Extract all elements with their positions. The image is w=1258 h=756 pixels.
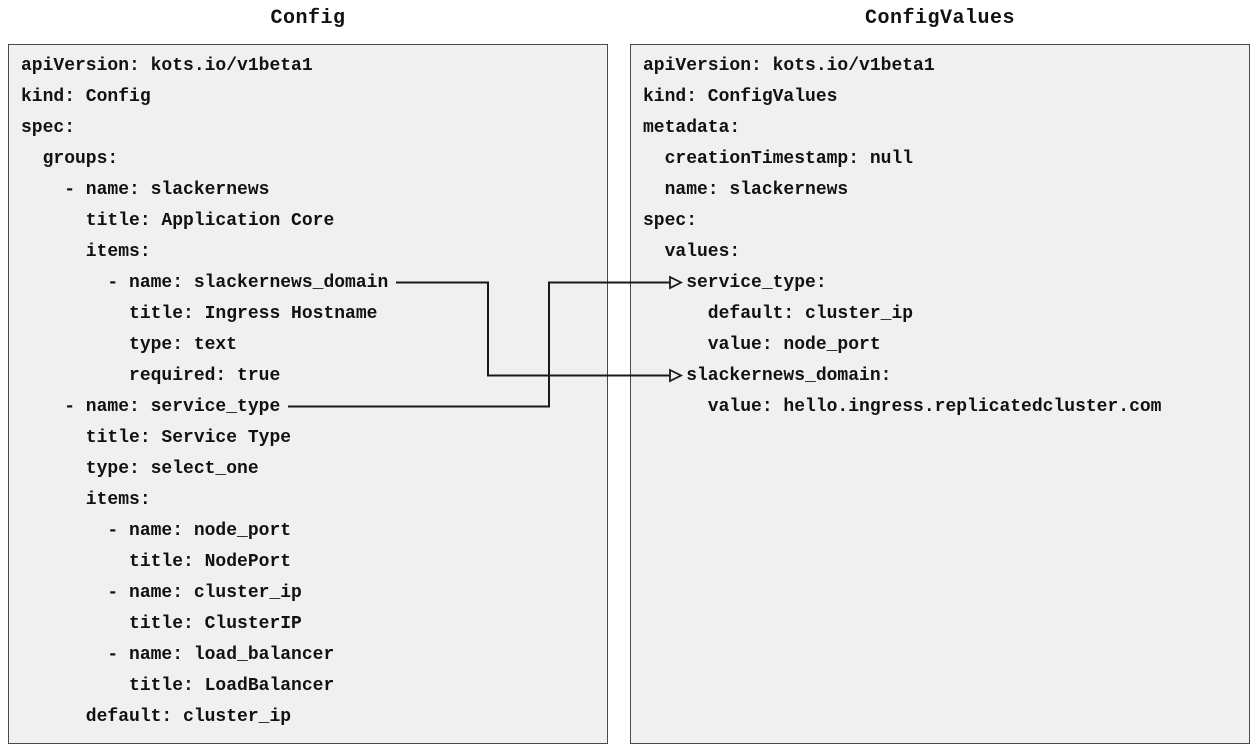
code-line: name: slackernews <box>643 180 849 200</box>
code-line: apiVersion: kots.io/v1beta1 <box>21 56 313 76</box>
code-line: groups: <box>21 149 119 169</box>
config-yaml-panel: apiVersion: kots.io/v1beta1 kind: Config… <box>8 44 608 744</box>
code-line: title: Service Type <box>21 428 292 448</box>
code-line-slackernews-domain-value: slackernews_domain: <box>643 366 892 386</box>
configvalues-panel-title: ConfigValues <box>864 7 1016 30</box>
code-line: items: <box>21 242 151 262</box>
configvalues-yaml-panel: apiVersion: kots.io/v1beta1 kind: Config… <box>630 44 1250 744</box>
code-line: type: select_one <box>21 459 259 479</box>
code-line: title: LoadBalancer <box>21 676 335 696</box>
code-line: spec: <box>21 118 76 138</box>
code-line-slackernews-domain: - name: slackernews_domain <box>21 273 389 293</box>
code-line: creationTimestamp: null <box>643 149 914 169</box>
code-line: items: <box>21 490 151 510</box>
code-line: spec: <box>643 211 698 231</box>
code-line: apiVersion: kots.io/v1beta1 <box>643 56 935 76</box>
code-line: value: node_port <box>643 335 881 355</box>
code-line-service-type-value: service_type: <box>643 273 827 293</box>
code-line: type: text <box>21 335 238 355</box>
code-line: - name: slackernews <box>21 180 270 200</box>
code-line: title: NodePort <box>21 552 292 572</box>
code-line: - name: cluster_ip <box>21 583 302 603</box>
code-line: kind: ConfigValues <box>643 87 838 107</box>
code-line: value: hello.ingress.replicatedcluster.c… <box>643 397 1162 417</box>
code-line: title: Ingress Hostname <box>21 304 378 324</box>
code-line: default: cluster_ip <box>21 707 292 727</box>
config-panel-title: Config <box>270 7 346 30</box>
code-line: default: cluster_ip <box>643 304 914 324</box>
code-line-service-type: - name: service_type <box>21 397 281 417</box>
code-line: - name: node_port <box>21 521 292 541</box>
code-line: metadata: <box>643 118 741 138</box>
code-line: title: ClusterIP <box>21 614 302 634</box>
code-line: title: Application Core <box>21 211 335 231</box>
code-line: kind: Config <box>21 87 151 107</box>
code-line: - name: load_balancer <box>21 645 335 665</box>
code-line: values: <box>643 242 741 262</box>
code-line: required: true <box>21 366 281 386</box>
